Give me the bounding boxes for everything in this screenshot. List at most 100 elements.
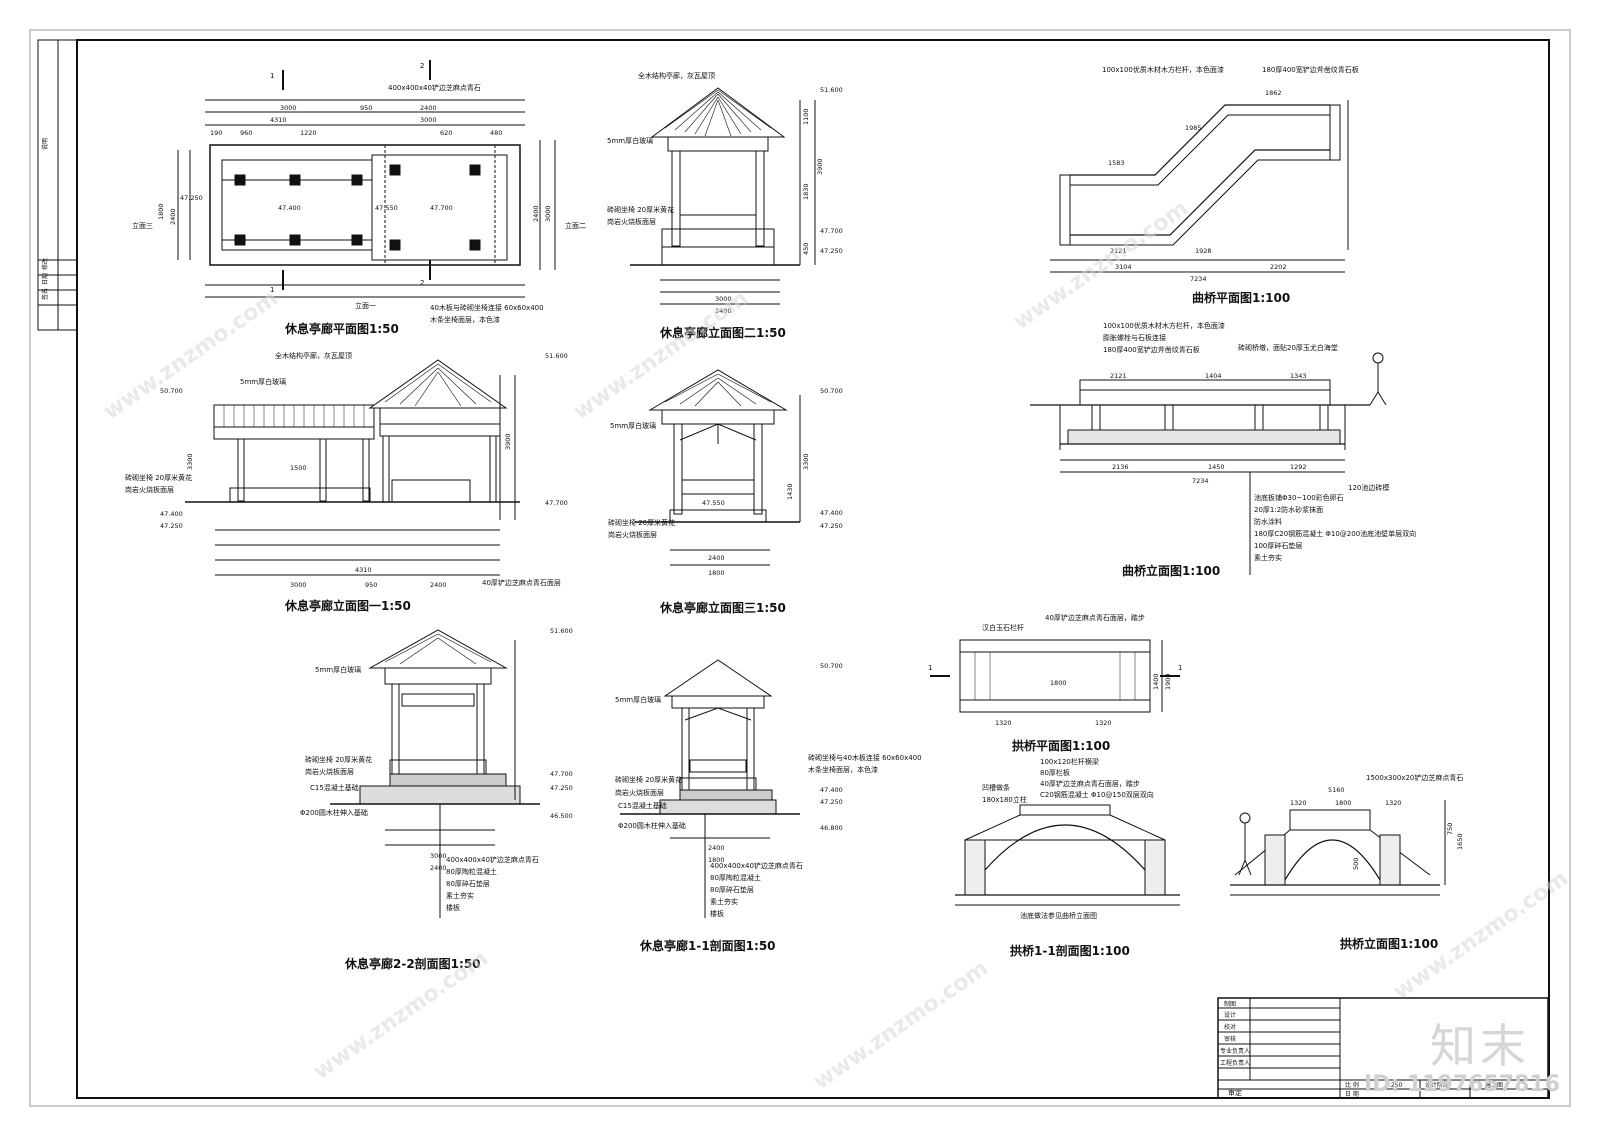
gelev-dim-2: 1800 — [1335, 799, 1352, 807]
sec11-level-0: 50.700 — [820, 662, 843, 670]
tb-date-label: 日 期 — [1345, 1090, 1359, 1098]
elev3-dim-2: 1430 — [786, 483, 794, 500]
gplan-dim-4: 1400 — [1152, 673, 1160, 690]
sec22-view — [330, 629, 540, 918]
inner-border — [76, 39, 1550, 1099]
watermark-1: www.znzmo.com — [99, 286, 283, 425]
elev3-level-2: 47.400 — [820, 509, 843, 517]
gelev-dim-4: 1650 — [1456, 833, 1464, 850]
elev3-view — [635, 369, 801, 566]
elev1-level-1: 51.600 — [545, 352, 568, 360]
sec11-note-9: 80厚碎石垫层 — [710, 885, 754, 894]
elev2-note-granite: 岗岩火烧板面层 — [607, 217, 656, 226]
sec22-note-1: 砖砌坐椅 20厚米黄花 — [305, 755, 372, 764]
strip-label-2: 修改 — [41, 258, 49, 270]
strip-label-3: 日期 — [41, 273, 49, 285]
qplan-dim-1: 1985 — [1185, 124, 1202, 132]
sec11-note-3: C15混凝土基础 — [618, 801, 667, 810]
gplan-dim-1: 1320 — [995, 719, 1012, 727]
sec22-note-4: Φ200圆木柱伸入基础 — [300, 808, 368, 817]
sec22-level-3: 46.500 — [550, 812, 573, 820]
elev1-note-stone: 40厚铲边芝麻点青石面层 — [482, 578, 561, 587]
elev2-level-1: 47.700 — [820, 227, 843, 235]
qelev-note-4: 池底板铺Φ30~100彩色卵石 — [1254, 493, 1344, 502]
plan-view-text: 400x400x40铲边芝麻点青石 40木板与砖砌坐椅连接 60x60x400 … — [132, 62, 586, 336]
gsec-note-2: 40厚铲边芝麻点青石面层，踏步 — [1040, 779, 1140, 788]
qelev-title: 曲桥立面图1:100 — [1122, 563, 1220, 578]
tb-scale-label: 比 例 — [1345, 1081, 1359, 1089]
gelev-text: 1500x300x20铲边芝麻点青石 5160 1320 1800 1320 1… — [1290, 773, 1464, 951]
plan-marker-1: 1 — [270, 72, 274, 80]
elev2-title: 休息亭廊立面图二1:50 — [659, 325, 786, 340]
title-block-text: 制图 设计 校对 审核 专业负责人 工程负责人 比 例 1:250 设计阶段 施… — [1220, 1000, 1503, 1098]
plan-marker-2b: 2 — [420, 279, 424, 287]
elev2-level-2: 47.250 — [820, 247, 843, 255]
qplan-dim-0: 1583 — [1108, 159, 1125, 167]
sec22-level-0: 51.600 — [550, 627, 573, 635]
plan-level-3: 47.700 — [430, 204, 453, 212]
left-title-strip: 说明 修改 日期 签名 — [37, 39, 78, 331]
elev1-dim-5: 3300 — [186, 453, 194, 470]
gelev-note-0: 1500x300x20铲边芝麻点青石 — [1366, 773, 1463, 782]
sec11-dim-1: 1800 — [708, 856, 725, 864]
qelev-note-10: 120池边砖模 — [1348, 483, 1389, 492]
sec22-level-1: 47.700 — [550, 770, 573, 778]
qplan-dim-4: 1928 — [1195, 247, 1212, 255]
watermark-3: www.znzmo.com — [1009, 196, 1193, 335]
strip-label-4: 签名 — [41, 288, 49, 300]
tb-row-1: 设计 — [1224, 1011, 1236, 1019]
strip-label-1: 说明 — [41, 138, 49, 150]
plan-view — [177, 60, 556, 298]
elev2-dim-4: 3900 — [816, 158, 824, 175]
sec11-note-4: Φ200圆木柱伸入基础 — [618, 821, 686, 830]
sec22-note-7: 80厚碎石垫层 — [446, 879, 490, 888]
gplan-marker-left: 1 — [928, 664, 932, 672]
elev1-note-glass: 5mm厚白玻璃 — [240, 377, 286, 386]
elev3-text: 5mm厚白玻璃 砖砌坐椅 20厚米黄花 岗岩火烧板面层 50.700 47.55… — [608, 387, 843, 615]
plan-marker-elev3: 立面三 — [132, 221, 153, 230]
sec22-note-6: 80厚陶粒混凝土 — [446, 867, 497, 876]
gplan-text: 汉白玉石栏杆 40厚铲边芝麻点青石面层，踏步 1800 1320 1320 19… — [928, 613, 1182, 753]
sec11-note-11: 楼板 — [710, 909, 724, 918]
plan-dim-0: 3000 — [280, 104, 297, 112]
plan-dim-6: 960 — [240, 129, 252, 137]
gplan-title: 拱桥平面图1:100 — [1012, 738, 1110, 753]
qelev-note-9: 素土夯实 — [1254, 553, 1282, 562]
sec11-note-2: 岗岩火烧板面层 — [615, 788, 664, 797]
gplan-dim-2: 1320 — [1095, 719, 1112, 727]
plan-title: 休息亭廊平面图1:50 — [284, 321, 399, 336]
sec11-note-7: 400x400x40铲边芝麻点青石 — [710, 861, 803, 870]
qelev-dim-4: 1450 — [1208, 463, 1225, 471]
sec22-level-2: 47.250 — [550, 784, 573, 792]
sec11-level-3: 46.800 — [820, 824, 843, 832]
elev2-dim-2: 1100 — [802, 108, 810, 125]
plan-note-stone: 400x400x40铲边芝麻点青石 — [388, 83, 481, 92]
tb-row-2: 校对 — [1224, 1023, 1236, 1031]
qplan-dim-6: 2202 — [1270, 263, 1287, 271]
plan-dim-15: 480 — [490, 129, 502, 137]
sec11-level-1: 47.400 — [820, 786, 843, 794]
plan-dim-4: 3000 — [420, 116, 437, 124]
tb-stage-label: 设计阶段 — [1425, 1081, 1449, 1089]
elev1-view — [185, 359, 520, 576]
elev1-note-bench: 砖砌坐椅 20厚米黄花 — [125, 473, 192, 482]
watermark-6: www.znzmo.com — [1389, 866, 1573, 1005]
sec11-note-6: 木条坐椅面层，本色漆 — [808, 765, 878, 774]
sec11-title: 休息亭廊1-1剖面图1:50 — [639, 938, 776, 953]
outer-border — [29, 29, 1571, 1107]
plan-level-1: 47.400 — [278, 204, 301, 212]
plan-side-dim-1: 2400 — [169, 208, 177, 225]
elev1-title: 休息亭廊立面图一1:50 — [284, 598, 411, 613]
qelev-note-2: 180厚400宽铲边斧凿纹青石板 — [1103, 345, 1200, 354]
qplan-dim-3: 2121 — [1110, 247, 1127, 255]
plan-dim-8: 1220 — [300, 129, 317, 137]
sec11-text: 5mm厚白玻璃 砖砌坐椅 20厚米黄花 岗岩火烧板面层 C15混凝土基础 Φ20… — [615, 662, 922, 953]
elev3-level-3: 47.250 — [820, 522, 843, 530]
qplan-title: 曲桥平面图1:100 — [1192, 290, 1290, 305]
plan-marker-elev1: 立面一 — [355, 301, 376, 310]
plan-dim-13: 620 — [440, 129, 452, 137]
qelev-note-3: 砖砌桥墩，面贴20厚玉尤白海堂 — [1238, 343, 1338, 352]
plan-dim-2: 2400 — [420, 104, 437, 112]
elev1-note-granite: 岗岩火烧板面层 — [125, 485, 174, 494]
